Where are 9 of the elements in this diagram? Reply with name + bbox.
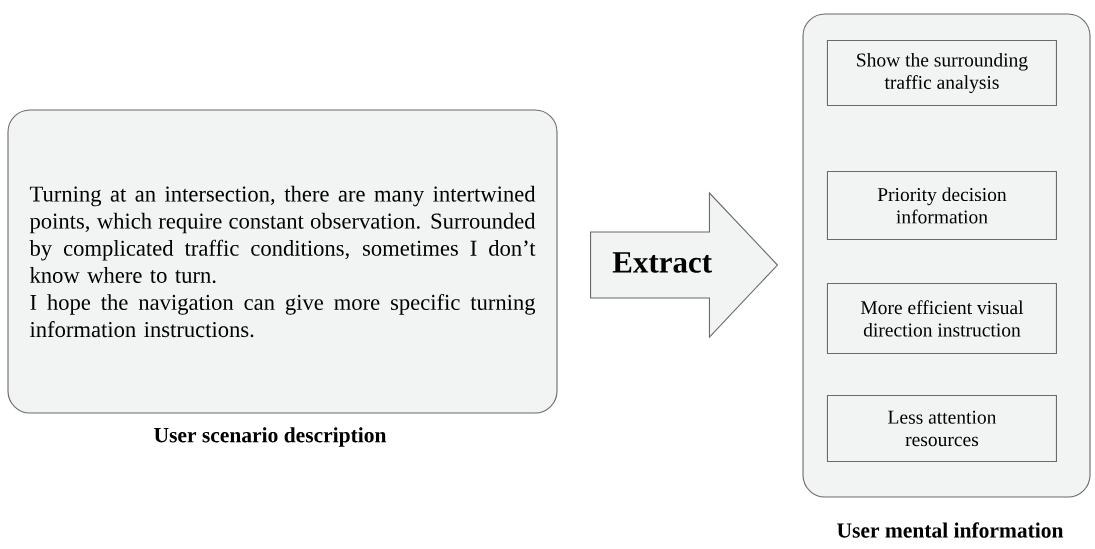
- edge-label: Extract: [612, 252, 712, 273]
- block-arrow: [590, 191, 779, 339]
- node-label: User scenario description: [154, 427, 387, 447]
- item-box: More efficient visual direction instruction: [826, 282, 1057, 354]
- text-box: Turning at an intersection, there are many intertwined points, which require constant observation. Surrounded by complicated traffic conditions, sometimes I don’t know where to turn. I hope the navigation can give more specific turning information instructions.: [7, 109, 558, 414]
- item-box: Priority decision information: [826, 170, 1057, 240]
- item-box: Show the surrounding traffic analysis: [826, 39, 1057, 106]
- item-box: Less attention resources: [826, 394, 1057, 462]
- node-label: User mental information: [837, 522, 1064, 538]
